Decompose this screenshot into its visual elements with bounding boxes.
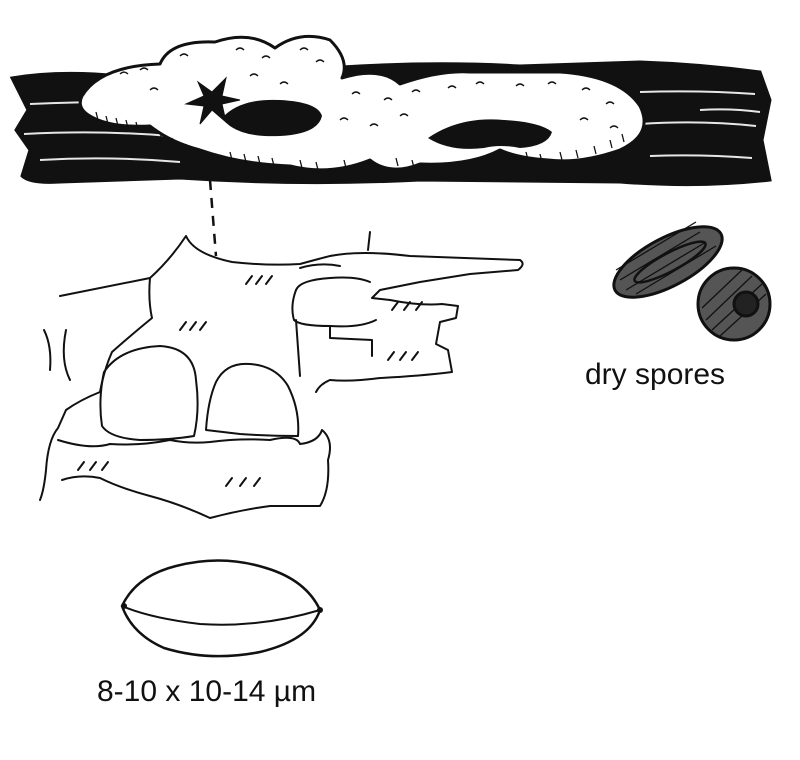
dry-spore-round [696, 266, 772, 342]
cross-section-hole [99, 345, 199, 441]
dry-spore-elliptical [612, 221, 724, 299]
cross-section-hole [205, 362, 300, 437]
dry-spores [612, 221, 772, 342]
spore-outline [120, 559, 323, 658]
fruiting-body-hole [428, 119, 552, 149]
cross-section [39, 231, 524, 519]
fruiting-body-hole [222, 99, 322, 137]
fruiting-body-on-wood [9, 34, 772, 187]
surface-texture [95, 47, 625, 171]
spore-size-label: 8-10 x 10-14 µm [97, 675, 317, 708]
dashed-connector [208, 179, 218, 257]
dark-spot [184, 76, 241, 125]
dry-spores-label: dry spores [585, 358, 726, 391]
